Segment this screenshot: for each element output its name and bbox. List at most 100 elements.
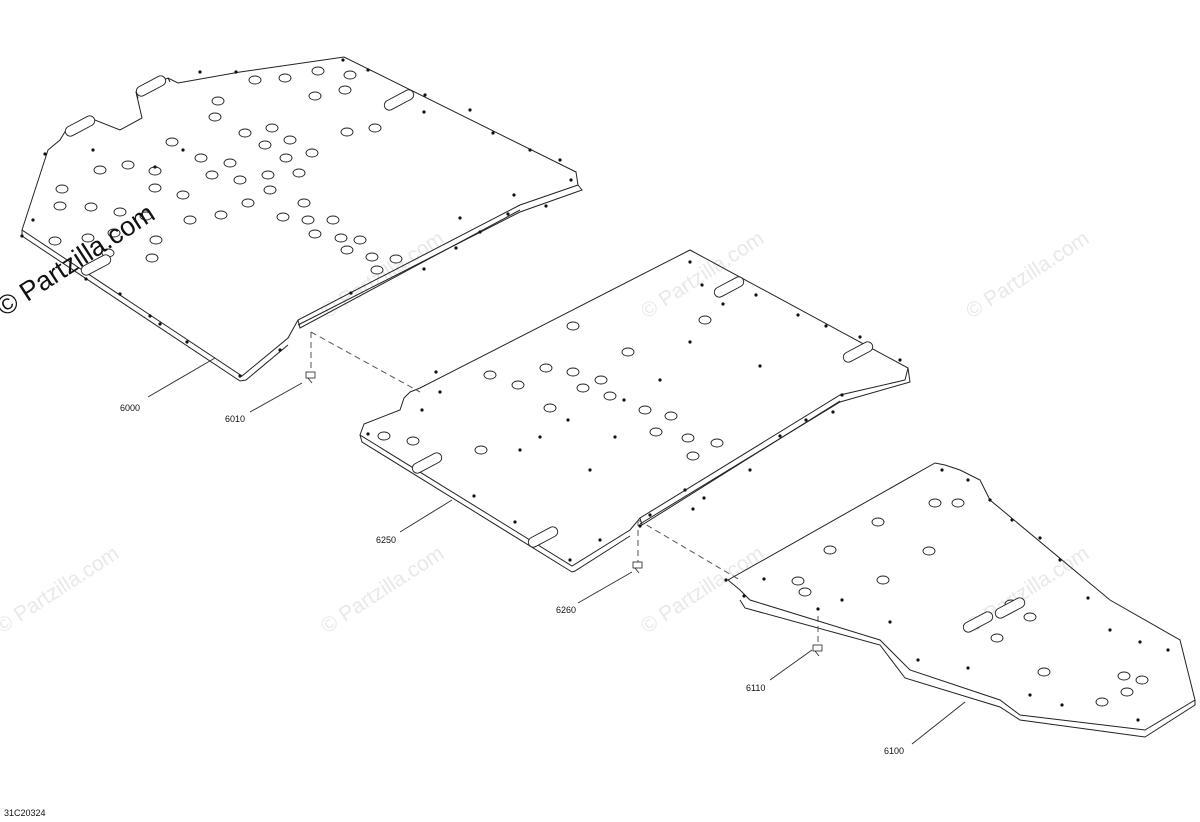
panel-mount-points <box>20 58 1170 722</box>
callout-6260[interactable]: 6260 <box>556 605 577 615</box>
mount-point <box>638 524 642 528</box>
mount-point <box>748 468 752 472</box>
mount-point <box>569 178 573 182</box>
panel-hole <box>649 427 663 437</box>
panel-hole <box>211 96 225 106</box>
panel-hole <box>343 70 357 80</box>
mount-point <box>185 340 189 344</box>
panel-hole <box>990 633 1004 643</box>
mount-point <box>91 148 95 152</box>
mount-point <box>454 246 458 250</box>
mount-point <box>366 432 370 436</box>
diagram-code: 31C20324 <box>4 808 46 818</box>
panel-hole <box>279 153 293 163</box>
panel-hole <box>276 212 290 222</box>
panel-hole <box>311 66 325 76</box>
mount-point <box>898 358 902 362</box>
panel-hole <box>113 207 127 217</box>
mount-point <box>518 448 522 452</box>
mount-point <box>472 494 476 498</box>
panel-hole <box>305 148 319 158</box>
mount-point <box>683 488 687 492</box>
panel-hole <box>566 321 580 331</box>
panel-hole <box>145 253 159 263</box>
panel-hole <box>205 170 219 180</box>
panel-slot <box>411 452 443 474</box>
callout-6010[interactable]: 6010 <box>225 414 246 424</box>
mount-point <box>1166 648 1170 652</box>
mount-point <box>762 577 766 581</box>
mount-point <box>940 468 944 472</box>
panel-hole <box>326 215 340 225</box>
mount-point <box>966 666 970 670</box>
panel-hole <box>483 370 497 380</box>
panel-hole <box>334 233 348 243</box>
mount-point <box>613 435 617 439</box>
panel-hole <box>55 184 69 194</box>
panel-hole <box>1135 675 1149 685</box>
panel-hole <box>603 391 617 401</box>
mount-point <box>804 418 808 422</box>
mount-point <box>349 291 353 295</box>
panel-slot <box>64 115 96 137</box>
panel-hole <box>81 233 95 243</box>
mount-point <box>423 93 427 97</box>
panel-6100 <box>727 462 1196 738</box>
mount-point <box>558 158 562 162</box>
assembly-lines <box>310 331 819 645</box>
mount-point <box>796 313 800 317</box>
panel-hole <box>871 517 885 527</box>
mount-point <box>688 340 692 344</box>
panel-hole <box>922 546 936 556</box>
panel-hole <box>301 215 315 225</box>
mount-point <box>20 234 24 238</box>
callout-6110[interactable]: 6110 <box>746 683 766 693</box>
panel-hole <box>353 235 367 245</box>
panel-slot <box>383 89 415 111</box>
panel-hole <box>1120 687 1134 697</box>
mount-point <box>438 390 442 394</box>
panel-hole <box>297 198 311 208</box>
panel-hole <box>698 315 712 325</box>
panel-hole <box>223 158 237 168</box>
panel-hole <box>165 137 179 147</box>
mount-point <box>158 322 162 326</box>
panel-hole <box>214 210 228 220</box>
panel-hole <box>241 198 255 208</box>
panel-hole <box>377 431 391 441</box>
panel-hole <box>340 127 354 137</box>
rivet-6010 <box>305 371 316 384</box>
panel-hole <box>798 587 812 597</box>
panel-hole <box>338 85 352 95</box>
mount-point <box>840 393 844 397</box>
callout-6250[interactable]: 6250 <box>376 535 397 545</box>
panel-hole <box>1023 612 1037 622</box>
rivet-6260 <box>632 561 643 574</box>
mount-point <box>778 434 782 438</box>
mount-point <box>181 148 185 152</box>
panel-hole <box>148 183 162 193</box>
panel-hole <box>292 168 306 178</box>
panel-hole <box>368 123 382 133</box>
mount-point <box>1138 640 1142 644</box>
mount-point <box>491 131 495 135</box>
rivet-6110 <box>812 644 823 657</box>
mount-point <box>840 598 844 602</box>
panel-hole <box>340 245 354 255</box>
panel-hole <box>566 367 580 377</box>
mount-point <box>234 70 238 74</box>
mount-point <box>198 70 202 74</box>
leader-lines <box>147 357 966 745</box>
panel-hole <box>543 403 557 413</box>
panel-slot <box>842 341 874 363</box>
mount-point <box>816 607 820 611</box>
panel-hole <box>1037 667 1051 677</box>
mount-point <box>568 558 572 562</box>
mount-point <box>721 302 725 306</box>
panel-hole <box>208 112 222 122</box>
panel-slot <box>713 276 745 298</box>
callout-6000[interactable]: 6000 <box>120 403 141 413</box>
mount-point <box>1028 693 1032 697</box>
mount-point <box>598 538 602 542</box>
callout-6100[interactable]: 6100 <box>884 746 905 756</box>
